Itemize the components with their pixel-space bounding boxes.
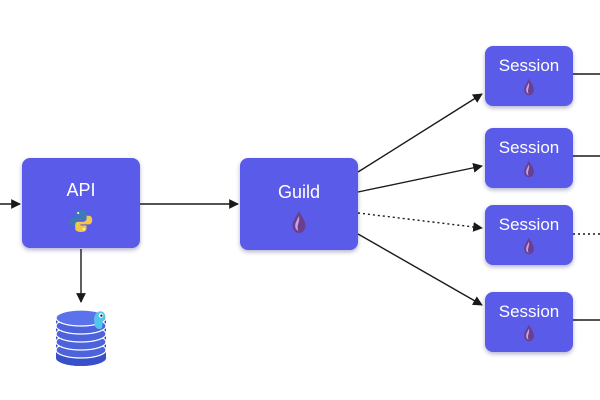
session-node-label: Session [498,215,560,234]
guild-to-session-2-arrow [357,163,483,193]
guild-to-session-1-arrow [357,93,483,173]
elixir-drop-icon [524,78,534,96]
api-node-label: API [66,180,96,200]
session-node-label: Session [498,56,560,75]
elixir-drop-icon [524,324,534,342]
guild-to-session-3-dotted-arrow [357,212,483,232]
session-node-3: Session [485,205,573,265]
python-logo-icon [69,210,93,232]
scylladb-database-icon [55,309,107,366]
session-node-label: Session [498,138,560,157]
guild-to-session-4-arrow [357,233,483,306]
guild-node-label: Guild [277,182,321,202]
session-node-2: Session [485,128,573,188]
elixir-drop-icon [292,211,306,233]
session-node-4: Session [485,292,573,352]
elixir-drop-icon [524,237,534,255]
session-node-label: Session [498,302,560,321]
elixir-drop-icon [524,160,534,178]
api-node: API [22,158,140,248]
guild-node: Guild [240,158,358,250]
session-node-1: Session [485,46,573,106]
